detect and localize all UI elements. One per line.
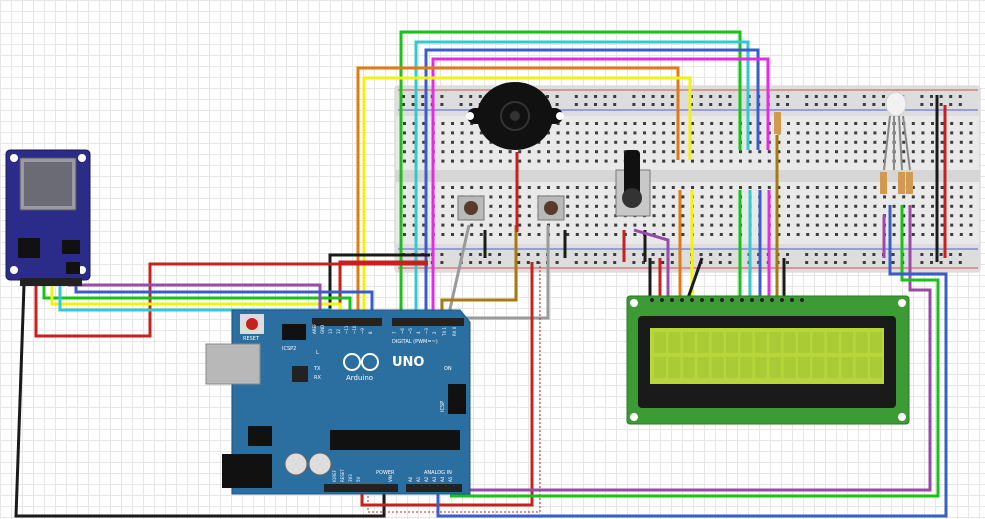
pin-1: TX 1 (442, 327, 447, 337)
wire-magenta-top (431, 57, 770, 318)
pin-5v: 5V (356, 476, 361, 482)
digital-header-2 (392, 318, 464, 326)
pin-a0: A0 (408, 476, 413, 482)
lcd-16x2[interactable] (626, 295, 910, 425)
pin-a1: A1 (416, 476, 421, 482)
pin-12: 12 (336, 328, 341, 334)
pin-5: ~5 (408, 328, 413, 334)
digital-label: DIGITAL (PWM=~) (392, 339, 438, 345)
pin-13: 13 (328, 328, 333, 334)
pin-reset: RESET (340, 469, 345, 482)
pin-vin: VIN (388, 475, 393, 482)
tx-label: TX (313, 366, 321, 372)
analog-header (406, 484, 462, 492)
wire-cyan-top (414, 40, 750, 318)
pin-6: ~6 (400, 328, 405, 334)
pin-a5: A5 (448, 476, 453, 482)
wire-red-sd (34, 262, 428, 338)
pin-a2: A2 (424, 476, 429, 482)
reset-label: RESET (243, 336, 260, 342)
potentiometer[interactable] (615, 150, 651, 217)
resistors[interactable] (774, 112, 913, 194)
lcd-cells (654, 332, 882, 378)
on-label: ON (444, 366, 452, 372)
wire-yellow-top (362, 76, 692, 318)
l-label: L (316, 350, 319, 356)
arduino-logo-icon (343, 353, 379, 371)
pin-2: 2 (432, 331, 437, 334)
uno-label: UNO (392, 355, 425, 370)
pin-3: ~3 (424, 328, 429, 334)
power-header (324, 484, 398, 492)
pin-10: ~10 (352, 325, 357, 334)
wires (14, 30, 948, 518)
rgb-led[interactable] (883, 91, 911, 171)
wire-black-sd (14, 284, 386, 518)
rx-label: RX (314, 375, 321, 381)
power-label: POWER (376, 470, 395, 476)
wire-orange-top (356, 66, 680, 318)
pin-9: ~9 (360, 328, 365, 334)
pin-4: 4 (416, 331, 421, 334)
analog-label: ANALOG IN (424, 470, 452, 476)
piezo-buzzer[interactable] (466, 82, 564, 150)
icsp2-label: ICSP2 (282, 346, 296, 352)
pin-3v3: 3V3 (348, 474, 353, 482)
wire-green-top (399, 30, 742, 318)
pin-11: ~11 (344, 325, 349, 334)
wire-blue-top (424, 48, 760, 318)
pin-8: 8 (368, 331, 373, 334)
push-button-1[interactable] (457, 195, 485, 221)
aref-label: AREF (312, 323, 317, 334)
pin-0: RX 0 (452, 326, 457, 336)
digital-header-1 (312, 318, 382, 326)
lcd-pins (650, 298, 804, 302)
sd-card-module[interactable] (5, 149, 91, 286)
pin-7: 7 (392, 331, 397, 334)
arduino-label: Arduino (346, 374, 373, 382)
usb-port (205, 343, 261, 385)
power-jack (222, 454, 272, 488)
pin-ioref: IOREF (332, 469, 337, 482)
arduino-uno[interactable]: RESET ICSP2 ICSP DIGITAL (PWM=~) L TX RX… (205, 309, 471, 495)
gnd-label: GND (320, 325, 325, 334)
push-button-2[interactable] (537, 195, 565, 221)
pin-a4: A4 (440, 476, 445, 482)
pin-a3: A3 (432, 476, 437, 482)
icsp-label: ICSP (440, 401, 446, 412)
